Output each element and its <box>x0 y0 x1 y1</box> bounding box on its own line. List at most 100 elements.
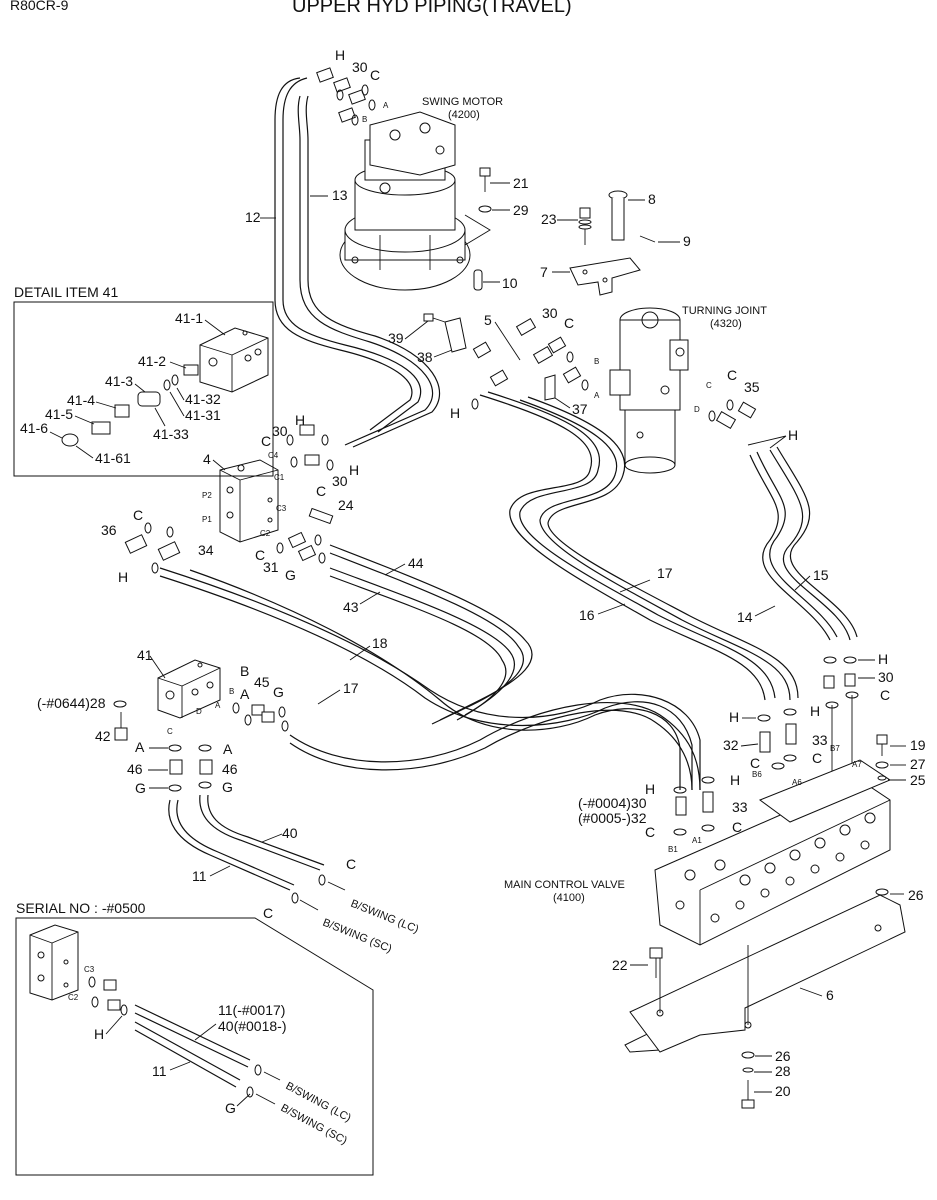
port-a1: A1 <box>692 836 702 845</box>
callout-7: 7 <box>540 264 548 280</box>
callout-33-mcv2: 33 <box>732 799 748 815</box>
callout-h-35: H <box>788 427 798 443</box>
callout-39: 39 <box>388 330 404 346</box>
swing-motor-name: SWING MOTOR <box>422 96 503 108</box>
callout-30-block: 30 <box>272 423 288 439</box>
callout-c-11: C <box>263 905 273 921</box>
port-a-swing: A <box>383 101 389 110</box>
callout-6: 6 <box>826 987 834 1003</box>
mcv-code: (4100) <box>553 892 585 904</box>
serial-block <box>29 924 79 1001</box>
callout-20: 20 <box>775 1083 791 1099</box>
callout-a-right: A <box>223 741 233 757</box>
callout-c-mcv3: C <box>645 824 655 840</box>
fitting-30-block <box>299 424 315 436</box>
callout-8: 8 <box>648 191 656 207</box>
callout-30-r: 30 <box>878 669 894 685</box>
callout-b-45: B <box>240 663 249 679</box>
detail-41-31: 41-31 <box>185 407 221 423</box>
turning-joint <box>609 307 689 474</box>
detail-41-32: 41-32 <box>185 391 221 407</box>
serial-hoses <box>134 1004 251 1088</box>
port-c2: C2 <box>260 529 271 538</box>
port-b6: B6 <box>752 770 762 779</box>
plug-24 <box>308 507 334 525</box>
port-c-41: C <box>167 727 173 736</box>
clamp-38 <box>444 317 467 353</box>
callout-23: 23 <box>541 211 557 227</box>
port-a7: A7 <box>852 760 862 769</box>
clip-9 <box>639 235 656 243</box>
callout-18: 18 <box>372 635 388 651</box>
pin-8 <box>608 190 628 241</box>
serial-c3: C3 <box>84 965 95 974</box>
serial-40-new: 40(#0018-) <box>218 1018 287 1034</box>
callout-h-top: H <box>335 47 345 63</box>
dest-sc: B/SWING (SC) <box>321 917 393 956</box>
callout-44: 44 <box>408 555 424 571</box>
callout-32-mcv2: (#0005-)32 <box>578 810 647 826</box>
callout-30-mcv: (-#0004)30 <box>578 795 647 811</box>
turning-joint-name: TURNING JOINT <box>682 305 767 317</box>
callout-c-mcv2: C <box>750 755 760 771</box>
callout-5: 5 <box>484 312 492 328</box>
bolt-22 <box>649 947 663 978</box>
block-41 <box>157 659 221 719</box>
serial-title: SERIAL NO : -#0500 <box>16 900 146 916</box>
callout-27: 27 <box>910 756 926 772</box>
detail-block <box>199 327 269 393</box>
pin-10 <box>473 269 483 291</box>
callout-c-tj: C <box>564 315 574 331</box>
callout-35: 35 <box>744 379 760 395</box>
bolt-42 <box>114 712 128 741</box>
callout-h-mcv2: H <box>810 703 820 719</box>
callout-26-right: 26 <box>908 887 924 903</box>
callout-34: 34 <box>198 542 214 558</box>
detail-parts <box>61 364 199 447</box>
callout-c-mcv4: C <box>732 819 742 835</box>
callout-g-right: G <box>222 779 233 795</box>
turning-joint-code: (4320) <box>710 318 742 330</box>
port-b7: B7 <box>830 744 840 753</box>
callout-a-left: A <box>135 739 145 755</box>
callout-c-31: C <box>255 547 265 563</box>
callout-40: 40 <box>282 825 298 841</box>
serial-h: H <box>94 1026 104 1042</box>
callout-c-40: C <box>346 856 356 872</box>
port-b-tj: B <box>594 357 599 366</box>
bolt-21 <box>479 167 491 192</box>
block-4 <box>219 459 279 543</box>
mcv-name: MAIN CONTROL VALVE <box>504 879 625 891</box>
callout-c-mcv1: C <box>812 750 822 766</box>
page-title: UPPER HYD PIPING(TRAVEL) <box>292 0 572 17</box>
callout-h-mid: H <box>450 405 460 421</box>
callout-22: 22 <box>612 957 628 973</box>
hose-14-15 <box>749 446 858 641</box>
detail-41-33: 41-33 <box>153 426 189 442</box>
callout-28-left: (-#0644)28 <box>37 695 106 711</box>
serial-11: 11 <box>152 1063 167 1079</box>
hose-18-17 <box>159 567 701 791</box>
callout-37: 37 <box>572 401 588 417</box>
port-b-41: B <box>229 687 234 696</box>
callout-26-bottom: 26 <box>775 1048 791 1064</box>
swing-motor-code: (4200) <box>448 109 480 121</box>
fitting-35 <box>708 399 757 430</box>
callout-30-top: 30 <box>352 59 368 75</box>
callout-c-36: C <box>133 507 143 523</box>
hose-11-40 <box>168 794 325 891</box>
callout-21: 21 <box>513 175 529 191</box>
port-a-41: A <box>215 701 221 710</box>
callout-c-top: C <box>370 67 380 83</box>
callout-28-bottom: 28 <box>775 1063 791 1079</box>
callout-h-block2: H <box>349 462 359 478</box>
callout-38: 38 <box>417 349 433 365</box>
callout-h-mcv4: H <box>645 781 655 797</box>
callout-41: 41 <box>137 647 153 663</box>
serial-c2: C2 <box>68 993 79 1002</box>
port-b1: B1 <box>668 845 678 854</box>
detail-41-3: 41-3 <box>105 373 133 389</box>
callout-15: 15 <box>813 567 829 583</box>
detail-title: DETAIL ITEM 41 <box>14 284 118 300</box>
callout-43: 43 <box>343 599 359 615</box>
